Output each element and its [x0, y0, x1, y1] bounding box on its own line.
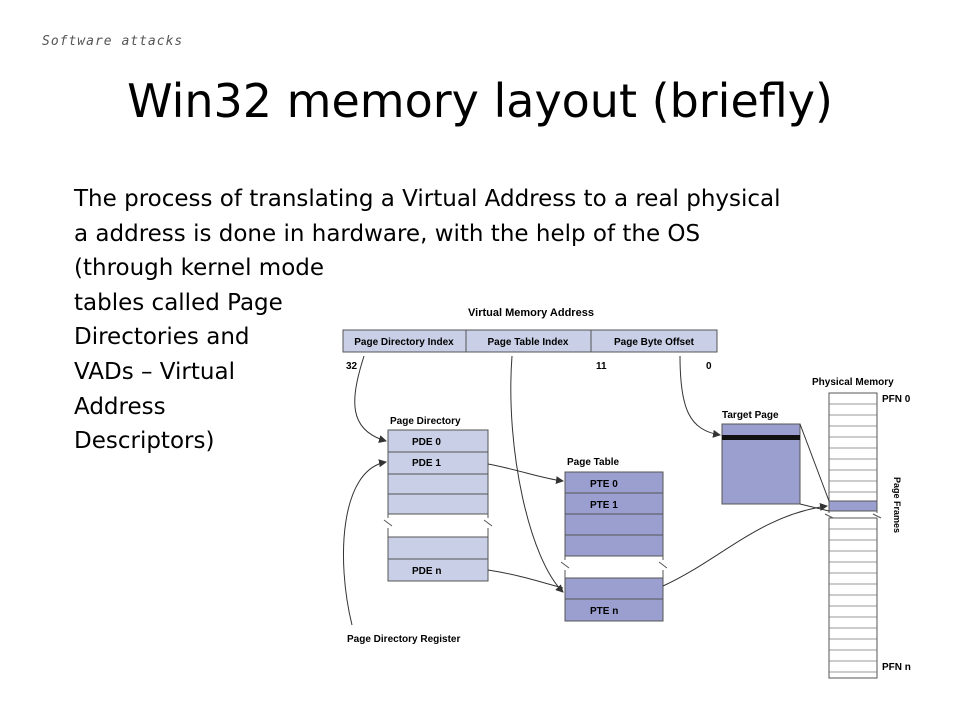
- pde-1-label: PDE 1: [412, 458, 441, 469]
- page-directory-table: PDE 0 PDE 1 PDE n: [383, 429, 493, 582]
- body-line: a address is done in hardware, with the …: [74, 220, 701, 247]
- bit-label-32: 32: [346, 361, 358, 372]
- pte-0-label: PTE 0: [590, 479, 618, 490]
- body-line: VADs – Virtual: [74, 358, 235, 385]
- body-line: tables called Page: [74, 289, 283, 316]
- bit-label-0: 0: [706, 361, 712, 372]
- pte-1-label: PTE 1: [590, 500, 618, 511]
- field-page-byte-offset: Page Byte Offset: [614, 337, 695, 348]
- body-line: Address: [74, 393, 166, 420]
- pte-n-label: PTE n: [590, 606, 618, 617]
- pde-n-label: PDE n: [412, 566, 441, 577]
- bit-label-11: 11: [596, 361, 607, 372]
- page-directory-title: Page Directory: [390, 416, 461, 427]
- body-line: Descriptors): [74, 428, 215, 455]
- slide-title: Win32 memory layout (briefly): [127, 74, 833, 128]
- page-directory-register-label: Page Directory Register: [347, 634, 460, 645]
- field-page-directory-index: Page Directory Index: [354, 337, 454, 348]
- virtual-address-bar: Page Directory Index Page Table Index Pa…: [342, 329, 718, 353]
- pde-0-label: PDE 0: [412, 437, 441, 448]
- connector-arrows: [342, 355, 830, 626]
- target-page-title: Target Page: [722, 410, 779, 421]
- body-line: The process of translating a Virtual Add…: [74, 186, 781, 212]
- body-line: (through kernel mode: [74, 255, 325, 282]
- pfn-n-label: PFN n: [882, 662, 911, 673]
- page-table-table: PTE 0 PTE 1 PTE n: [560, 471, 668, 622]
- pfn-0-label: PFN 0: [882, 394, 911, 405]
- physical-memory-title: Physical Memory: [812, 377, 894, 388]
- body-line: Directories and: [74, 324, 250, 351]
- field-page-table-index: Page Table Index: [488, 337, 569, 348]
- target-page-box: [721, 423, 801, 505]
- page-frames-label: Page Frames: [892, 477, 902, 533]
- header-tag: Software attacks: [42, 34, 184, 49]
- virtual-address-title: Virtual Memory Address: [468, 307, 594, 319]
- page-table-title: Page Table: [567, 457, 619, 468]
- physical-memory-column: [824, 392, 882, 679]
- body-text: The process of translating a Virtual Add…: [74, 182, 781, 459]
